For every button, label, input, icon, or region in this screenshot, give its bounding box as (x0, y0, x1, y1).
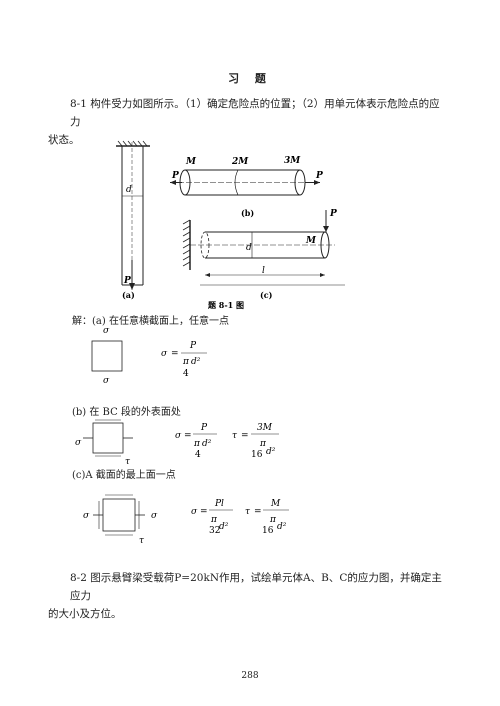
label-figure-a: (a) (122, 290, 135, 300)
tau-c: τ (139, 536, 145, 545)
label-d-a: d (126, 185, 132, 195)
sigma-top-a: σ (103, 326, 110, 336)
formula-c-sigma: σ = Pl π d² 32 (191, 499, 233, 536)
label-m-b: M (185, 157, 197, 167)
label-l-c: l (262, 266, 265, 276)
element-b: σ τ σ = P π d² 4 τ = 3M π d² 16 (75, 419, 279, 465)
svg-text:d²: d² (266, 447, 276, 457)
figure-8-1: d P (a) P P M 2M 3M (b) (116, 140, 345, 310)
sigma-left-c: σ (83, 511, 90, 521)
svg-text:d²: d² (202, 439, 212, 449)
svg-text:d²: d² (219, 522, 229, 532)
svg-text:π: π (182, 357, 190, 367)
svg-text:π: π (269, 515, 277, 525)
svg-text:=: = (254, 507, 262, 517)
svg-text:=: = (171, 349, 179, 359)
svg-text:M: M (270, 499, 281, 509)
label-3m-b: 3M (284, 156, 301, 166)
formula-c-tau: τ = M π d² 16 (245, 499, 289, 536)
svg-text:π: π (193, 439, 201, 449)
label-d-c: d (246, 243, 252, 253)
sigma-right-c: σ (151, 511, 158, 521)
svg-text:τ: τ (245, 507, 251, 517)
problem-8-2: 8-2 图示悬臂梁受载荷P=20kN作用，试绘单元体A、B、C的应力图，并确定主… (48, 569, 450, 623)
sigma-left-b: σ (75, 438, 82, 448)
figure-c: d P M l (c) (182, 209, 345, 300)
tau-b: τ (125, 457, 131, 465)
problem-8-2-line2: 的大小及方位。 (48, 608, 122, 620)
figure-b: P P M 2M 3M (b) (170, 156, 323, 218)
label-p-c: P (329, 209, 337, 219)
svg-text:4: 4 (195, 450, 201, 460)
svg-text:Pl: Pl (214, 499, 224, 509)
svg-text:16: 16 (251, 450, 263, 460)
label-p-b-right: P (315, 171, 323, 181)
svg-text:3M: 3M (257, 423, 273, 433)
formula-b-tau: τ = 3M π d² 16 (232, 423, 279, 460)
svg-text:d²: d² (277, 522, 287, 532)
problem-8-1-line2: 状态。 (48, 134, 80, 146)
svg-text:P: P (189, 341, 197, 351)
solution-a-heading: 解：(a) 在任意横截面上，任意一点 (72, 316, 229, 327)
svg-text:=: = (241, 431, 249, 441)
figure-caption: 题 8-1 图 (207, 300, 244, 310)
label-figure-c: (c) (260, 290, 273, 300)
svg-text:σ: σ (191, 507, 198, 517)
sigma-bottom-a: σ (103, 376, 110, 384)
page-title: 习 题 (228, 72, 272, 85)
svg-text:σ: σ (175, 431, 182, 441)
formula-a: σ = P π d² 4 (161, 341, 207, 379)
svg-text:π: π (210, 515, 218, 525)
svg-text:d²: d² (191, 357, 201, 367)
label-figure-b: (b) (241, 208, 254, 218)
figure-a: d P (a) (116, 140, 150, 300)
svg-text:P: P (200, 423, 208, 433)
label-m-c: M (305, 236, 317, 246)
problem-8-2-line1: 8-2 图示悬臂梁受载荷P=20kN作用，试绘单元体A、B、C的应力图，并确定主… (70, 572, 442, 602)
svg-text:π: π (259, 439, 267, 449)
svg-text:32: 32 (209, 526, 220, 536)
problem-8-1: 8-1 构件受力如图所示。（1）确定危险点的位置；（2）用单元体表示危险点的应力… (48, 95, 440, 149)
label-2m-b: 2M (231, 157, 249, 167)
element-a: σ σ σ = P π d² 4 (91, 326, 207, 384)
svg-text:σ: σ (161, 349, 168, 359)
formula-b-sigma: σ = P π d² 4 (175, 423, 217, 460)
svg-text:=: = (200, 507, 208, 517)
svg-text:4: 4 (183, 369, 189, 379)
page-number: 288 (241, 671, 259, 681)
element-c: σ σ τ σ = Pl π d² 32 τ = M π d² 16 (83, 494, 289, 545)
problem-8-1-line1: 8-1 构件受力如图所示。（1）确定危险点的位置；（2）用单元体表示危险点的应力 (70, 98, 440, 128)
svg-text:=: = (184, 431, 192, 441)
label-p-b-left: P (171, 171, 179, 181)
solution-b-heading: (b) 在 BC 段的外表面处 (72, 407, 181, 418)
solution-c-heading: (c)A 截面的最上面一点 (72, 470, 176, 481)
svg-text:τ: τ (232, 431, 238, 441)
label-p-a: P (123, 276, 131, 286)
svg-text:16: 16 (262, 526, 274, 536)
